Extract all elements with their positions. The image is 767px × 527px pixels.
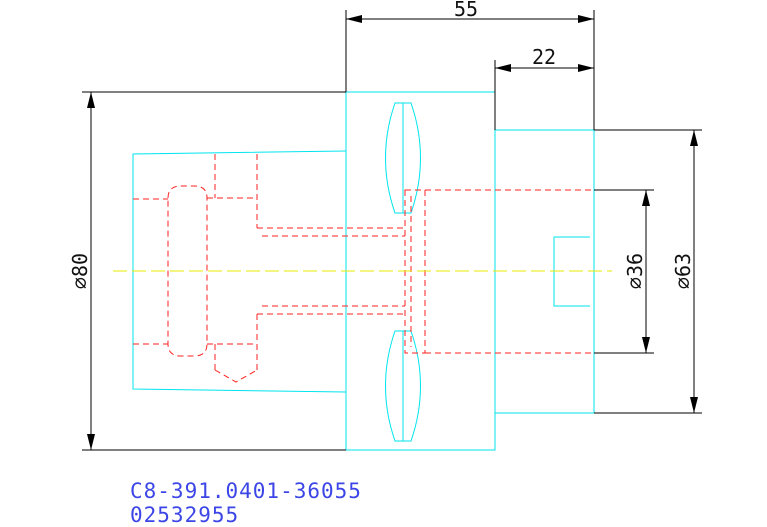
upper-slot-outline bbox=[385, 102, 421, 214]
dimensions-group: 55 22 ⌀80 ⌀63 ⌀36 bbox=[68, 0, 702, 451]
dim-flange-length: 22 bbox=[532, 45, 556, 69]
part-code: C8-391.0401-36055 bbox=[130, 479, 362, 503]
dim-diameter-shank: ⌀63 bbox=[671, 253, 695, 289]
dim-diameter-bore: ⌀36 bbox=[623, 253, 647, 289]
dim-diameter-body: ⌀80 bbox=[68, 253, 92, 289]
dim-overall-length: 55 bbox=[454, 0, 478, 21]
hidden-lines-group bbox=[133, 154, 594, 383]
lower-slot-outline bbox=[385, 330, 421, 442]
part-number: 02532955 bbox=[130, 503, 240, 527]
